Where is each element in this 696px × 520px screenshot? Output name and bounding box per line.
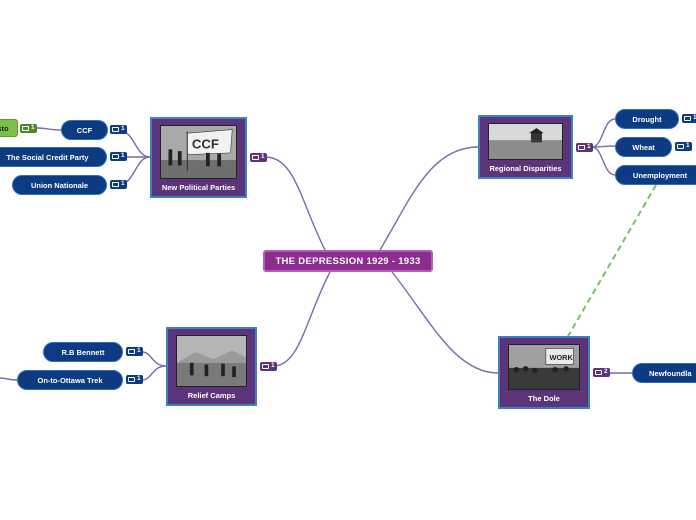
comment-icon [22,125,29,132]
comment-badge[interactable]: 1 [675,142,692,151]
comment-badge[interactable]: 1 [682,114,696,123]
subtopic-drought[interactable]: Drought [615,109,679,129]
comment-icon [128,348,135,355]
comment-badge[interactable]: 1 [250,153,267,162]
comment-icon [112,126,119,133]
comment-icon [112,153,119,160]
comment-icon [578,144,585,151]
link-rc-to-on-to-ottawa [141,365,167,381]
sign-text: WORK [550,353,574,362]
link-central-to-regional-disparities [379,146,479,251]
link-rd-to-drought [591,118,616,148]
link-central-to-the-dole [391,271,499,374]
topic-regional-disparities[interactable]: Regional Disparities [478,115,573,179]
comment-badge[interactable]: 1 [110,152,127,161]
subtopic-union-nationale[interactable]: Union Nationale [12,175,107,195]
prairie-farm-photo [488,123,563,160]
relationship-unemployment-to-dole [566,184,657,339]
topic-label: The Dole [528,394,560,403]
topic-new-political-parties[interactable]: CCF New Political Parties [150,117,247,198]
subtopic-newfoundland[interactable]: Newfoundla [632,363,696,383]
link-ccf-to-manifesto [36,127,62,131]
link-on-to-ottawa-left [0,377,18,381]
ccf-photo: CCF [160,125,237,179]
topic-label: Regional Disparities [489,164,562,173]
comment-badge[interactable]: 1 [260,362,277,371]
comment-icon [262,363,269,370]
subtopic-ccf[interactable]: CCF [61,120,108,140]
relief-camp-photo [176,335,247,387]
comment-badge[interactable]: 1 [110,125,127,134]
subtopic-wheat[interactable]: Wheat [615,137,672,157]
dole-protest-photo: WORK [508,344,580,390]
link-rd-to-unemployment [591,146,616,176]
comment-badge[interactable]: 1 [126,375,143,384]
subtopic-unemployment[interactable]: Unemployment [615,165,696,185]
topic-the-dole[interactable]: WORK The Dole [498,336,590,409]
comment-badge[interactable]: 1 [126,347,143,356]
subtopic-social-credit-party[interactable]: The Social Credit Party [0,147,107,167]
subtopic-rb-bennett[interactable]: R.B Bennett [43,342,123,362]
link-central-to-relief-camps [272,271,331,367]
topic-label: Relief Camps [187,391,236,400]
comment-icon [684,115,691,122]
subtopic-manifesto[interactable]: sto [0,119,18,137]
link-central-to-new-political-parties [264,156,326,251]
comment-icon [128,376,135,383]
comment-icon [595,369,602,376]
comment-icon [112,181,119,188]
subtopic-on-to-ottawa-trek[interactable]: On-to-Ottawa Trek [17,370,123,390]
banner-text: CCF [192,137,219,152]
comment-icon [252,154,259,161]
comment-badge[interactable]: 1 [576,143,593,152]
comment-icon [677,143,684,150]
comment-badge[interactable]: 1 [20,124,37,133]
comment-badge[interactable]: 1 [110,180,127,189]
link-rc-to-rb-bennett [141,351,167,367]
topic-relief-camps[interactable]: Relief Camps [166,327,257,406]
central-topic[interactable]: THE DEPRESSION 1929 - 1933 [263,250,433,272]
topic-label: New Political Parties [161,183,236,192]
comment-badge[interactable]: 2 [593,368,610,377]
